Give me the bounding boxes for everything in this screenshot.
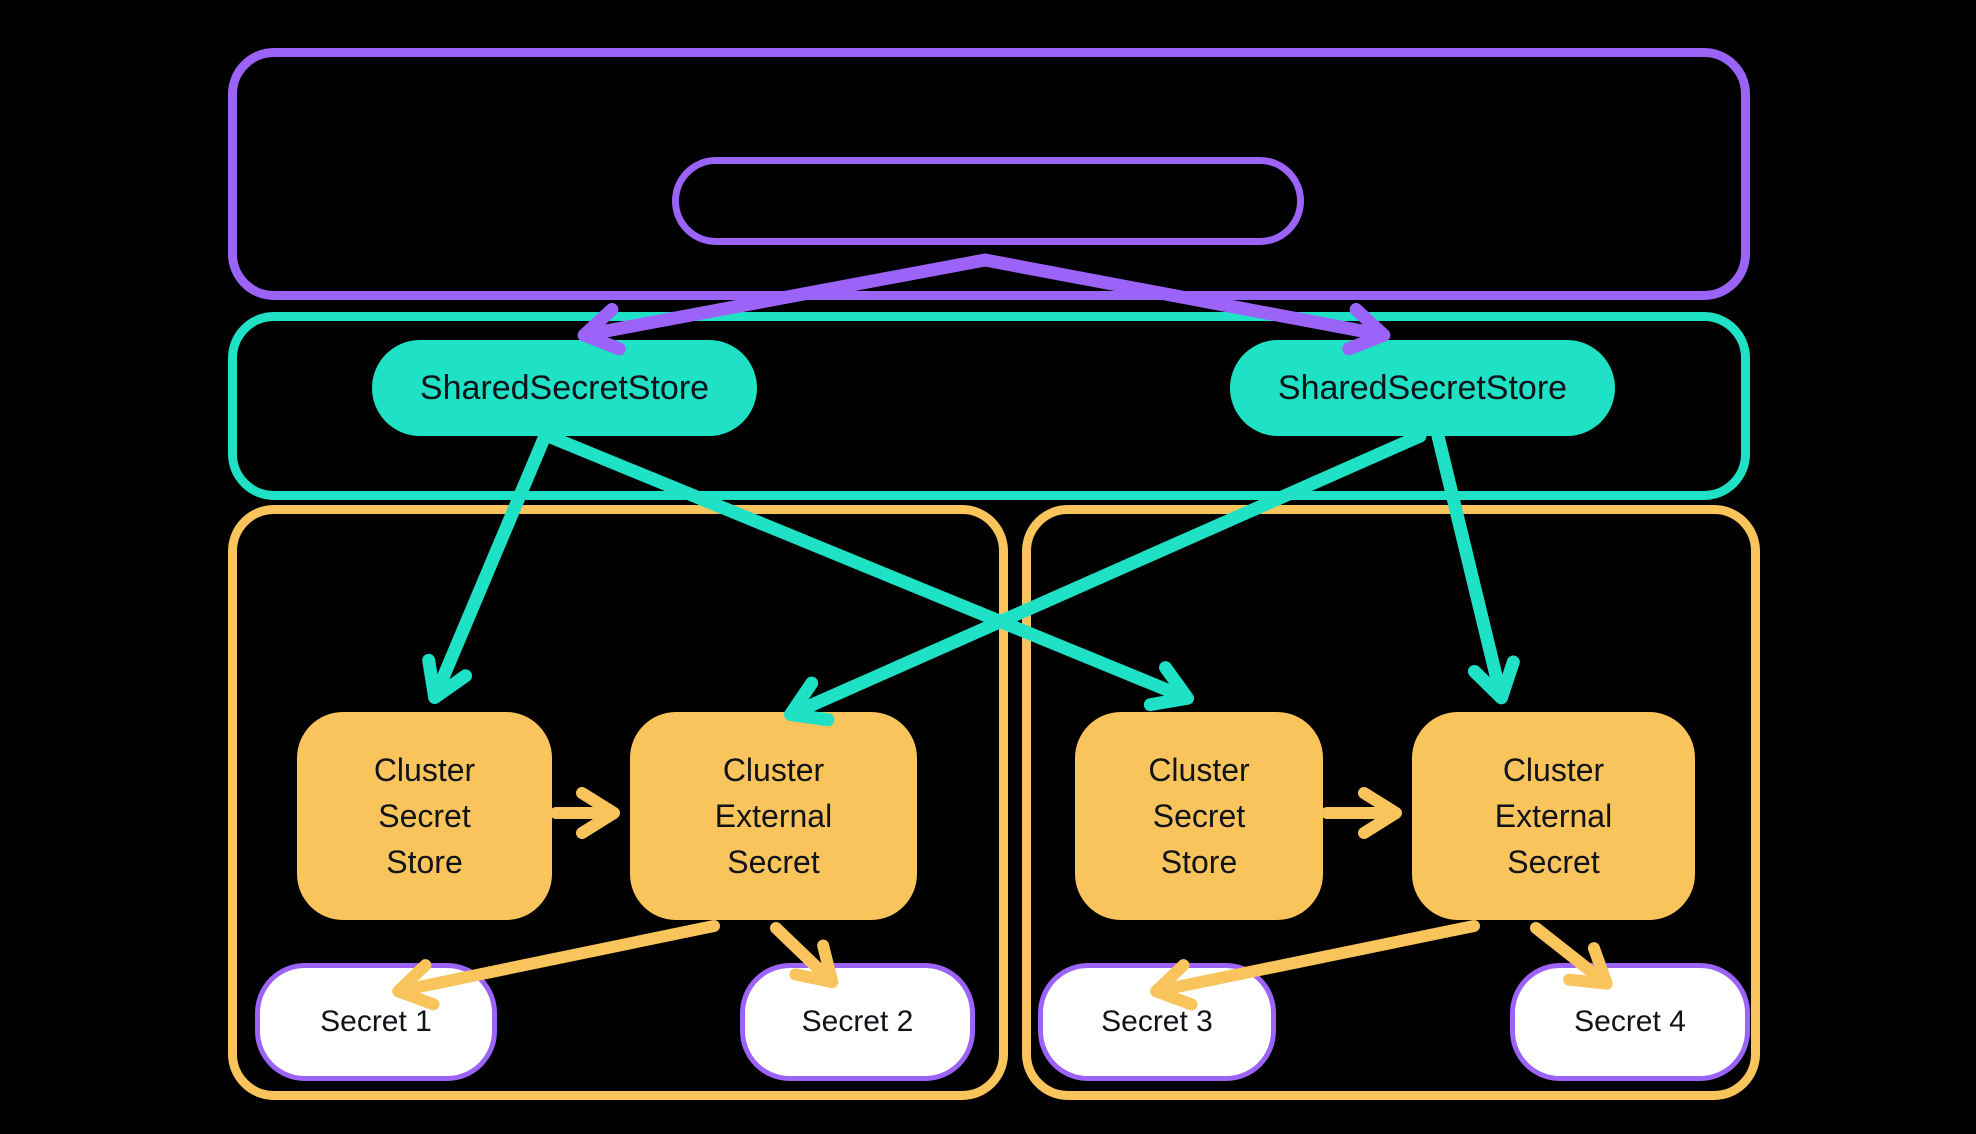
cluster-external-secret-1-line3: Secret <box>727 844 820 880</box>
cluster-secret-store-2: Cluster Secret Store <box>1075 712 1323 920</box>
cluster-secret-store-2-line1: Cluster <box>1148 752 1250 788</box>
cluster-secret-store-1: Cluster Secret Store <box>297 712 552 920</box>
cluster-secret-store-1-line1: Cluster <box>373 752 476 788</box>
secret-3-label: Secret 3 <box>1101 1005 1213 1038</box>
cluster-external-secret-1: Cluster External Secret <box>630 712 917 920</box>
cluster-secret-store-2-line3: Store <box>1160 844 1238 880</box>
shared-secret-store-left: SharedSecretStore <box>372 340 757 436</box>
secret-2-node: Secret 2 <box>740 963 975 1081</box>
cluster-external-secret-2-line3: Secret <box>1507 844 1600 880</box>
shared-secret-store-left-label: SharedSecretStore <box>419 368 710 407</box>
cluster-external-secret-1-line2: External <box>714 798 833 834</box>
secret-1-node: Secret 1 <box>255 963 497 1081</box>
shared-secret-store-right-label: SharedSecretStore <box>1277 368 1568 407</box>
cluster-external-secret-2: Cluster External Secret <box>1412 712 1695 920</box>
secret-2-label: Secret 2 <box>801 1005 914 1038</box>
secret-4-node: Secret 4 <box>1510 963 1750 1081</box>
cluster-secret-store-1-line2: Secret <box>378 798 471 834</box>
inner-pill-outline <box>672 157 1304 245</box>
shared-secret-store-right: SharedSecretStore <box>1230 340 1615 436</box>
secret-1-label: Secret 1 <box>320 1005 432 1038</box>
cluster-external-secret-1-line1: Cluster <box>722 752 825 788</box>
secret-3-node: Secret 3 <box>1038 963 1276 1081</box>
cluster-external-secret-2-line1: Cluster <box>1502 752 1605 788</box>
cluster-secret-store-2-line2: Secret <box>1152 798 1246 834</box>
cluster-external-secret-2-line2: External <box>1494 798 1613 834</box>
cluster-secret-store-1-line3: Store <box>386 844 463 880</box>
secret-4-label: Secret 4 <box>1574 1005 1686 1038</box>
